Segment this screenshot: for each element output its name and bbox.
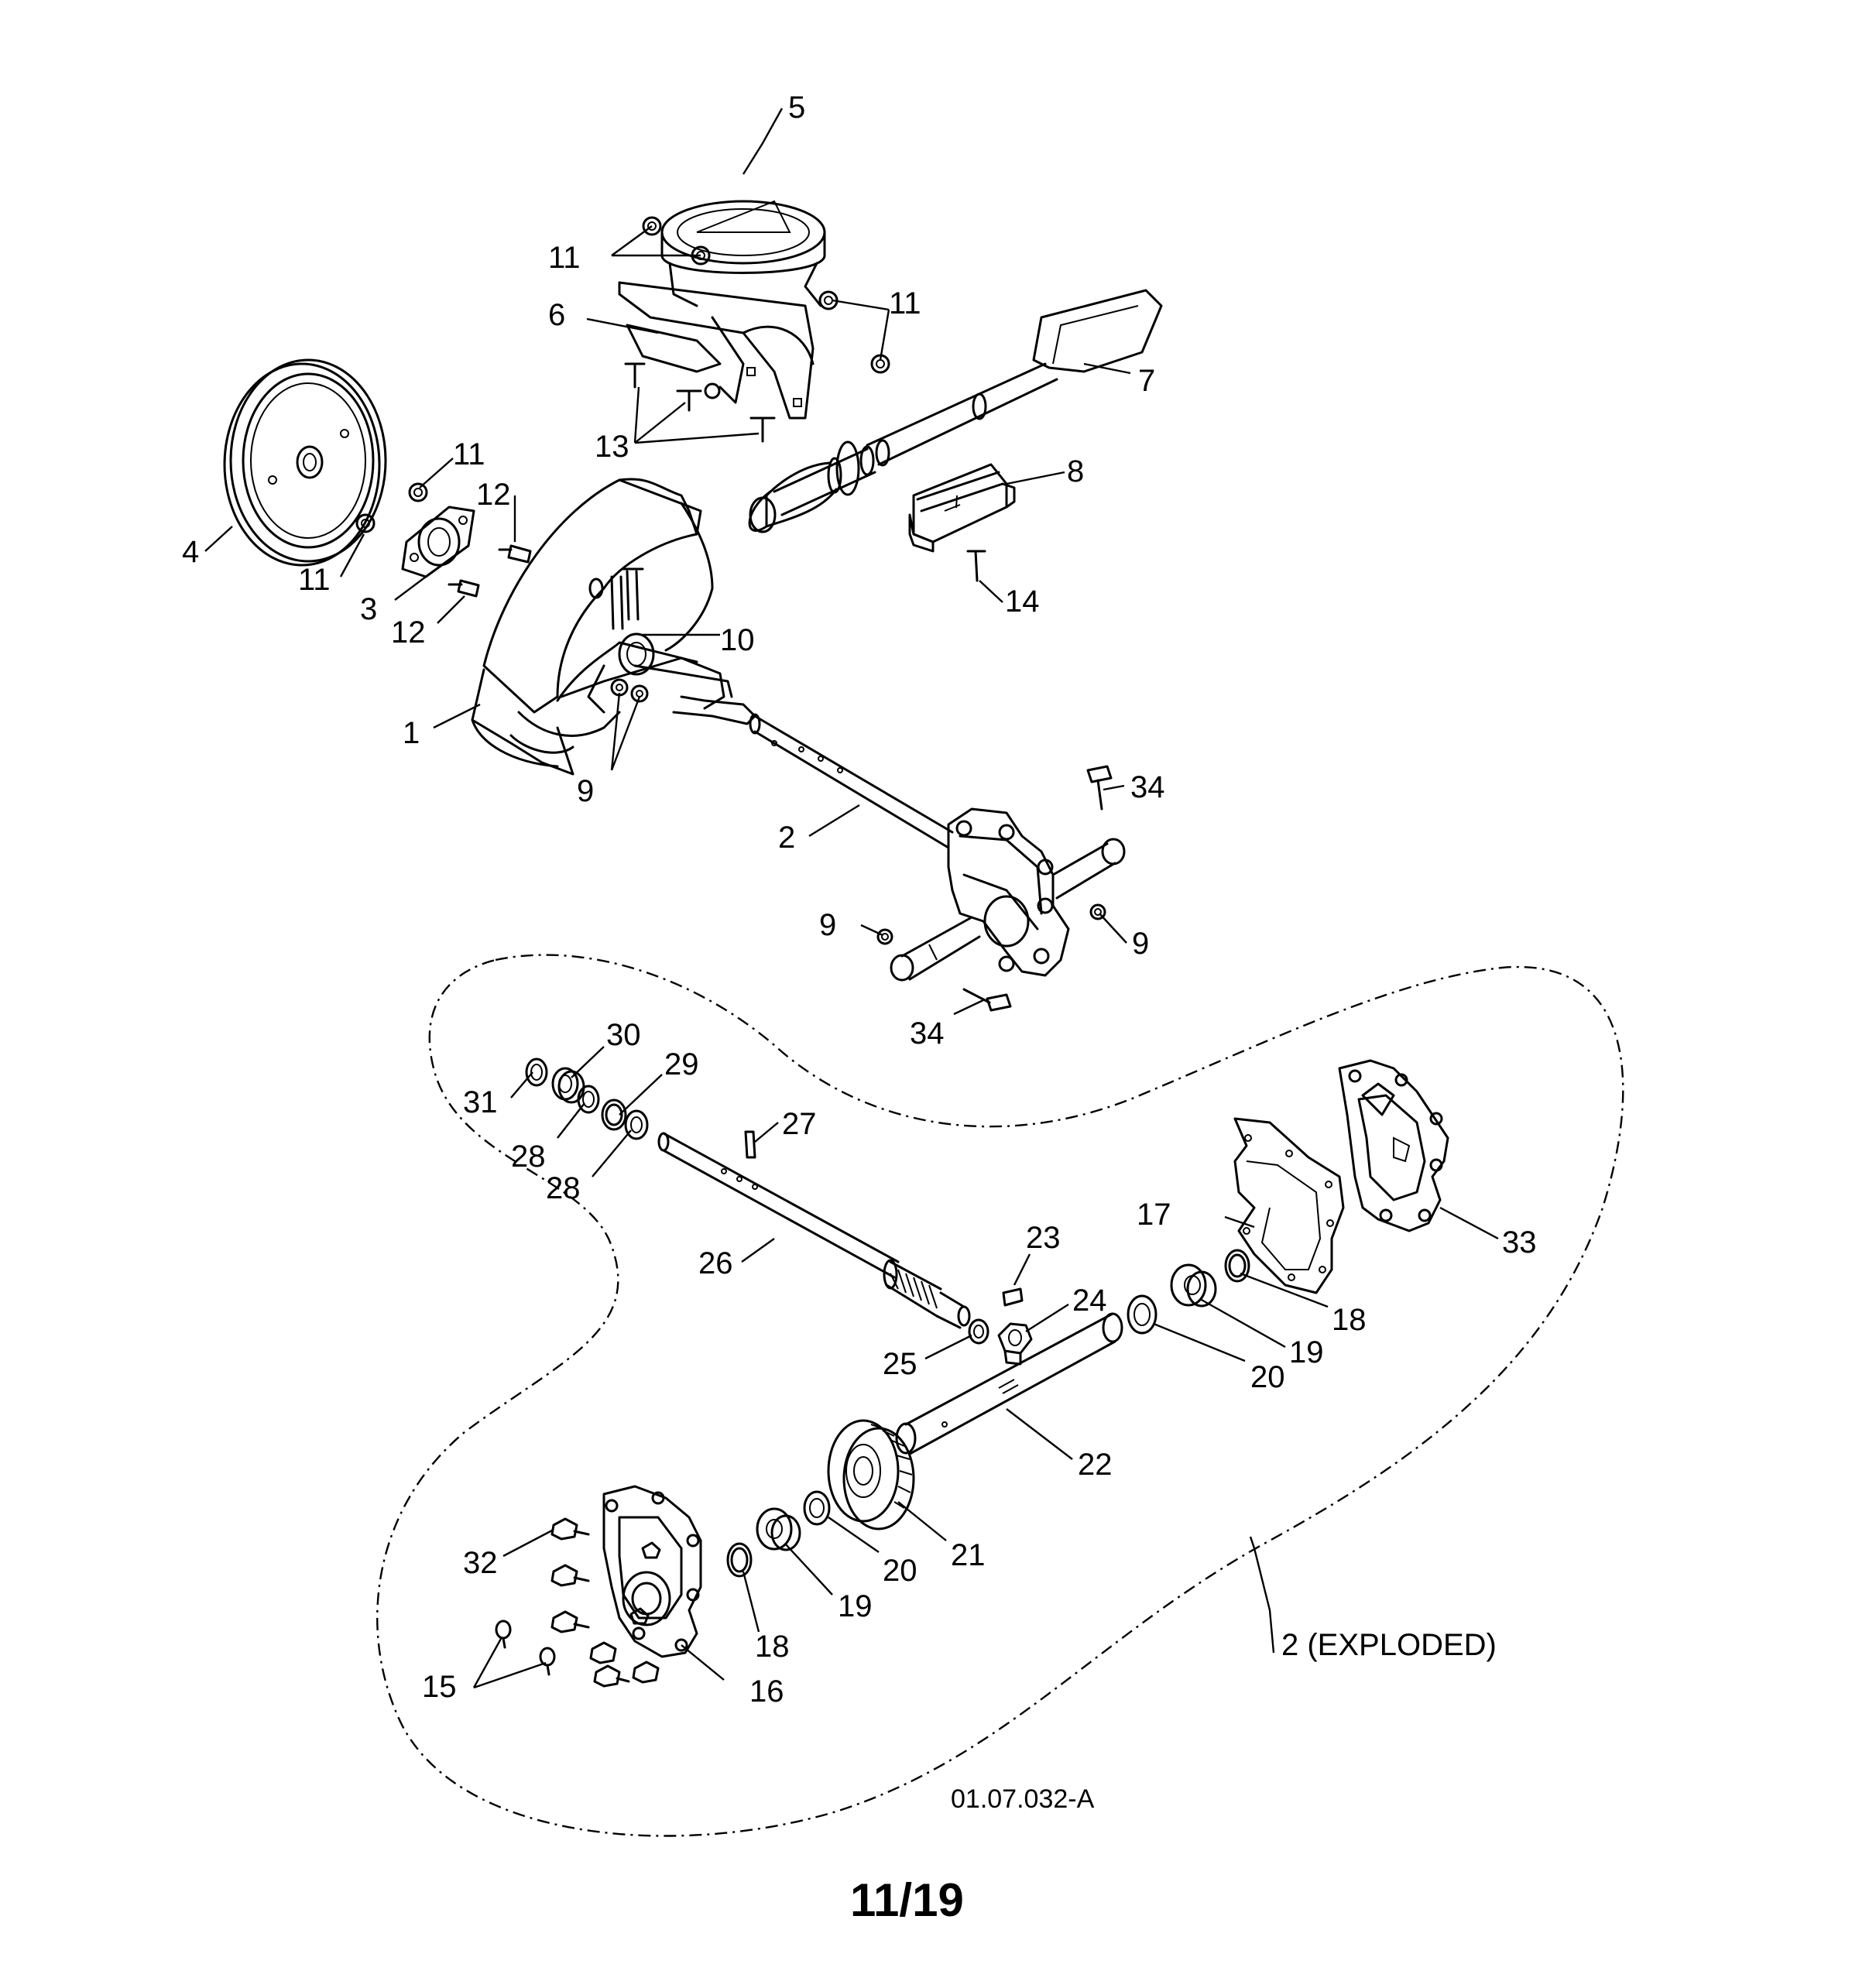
- callout-29: 29: [664, 1047, 699, 1081]
- callout-26: 26: [698, 1246, 733, 1280]
- callout-9: 9: [1132, 927, 1149, 961]
- callout-21: 21: [951, 1538, 986, 1572]
- callout-15: 15: [422, 1670, 457, 1704]
- gearbox-assembly: [749, 713, 1126, 982]
- drawing-number: 01.07.032-A: [951, 1784, 1095, 1814]
- callout-12: 12: [476, 478, 511, 512]
- gearbox-housing-16: [602, 1485, 702, 1658]
- callout-30: 30: [606, 1018, 641, 1052]
- washers-20: [803, 1294, 1158, 1526]
- nut-24: [997, 1322, 1033, 1366]
- callout-19: 19: [838, 1589, 873, 1623]
- gearbox-fasteners: [876, 765, 1113, 1012]
- key-23: [1002, 1287, 1024, 1307]
- dowel-pins-15: [495, 1620, 556, 1676]
- flange-bolts: [448, 544, 532, 598]
- bearing-flange: [401, 506, 475, 578]
- exploded-label: 2 (EXPLODED): [1281, 1628, 1497, 1662]
- callout-28: 28: [511, 1140, 546, 1174]
- page-number: 11/19: [850, 1874, 964, 1926]
- chute-ring: [660, 200, 826, 307]
- chute-nuts: [642, 216, 890, 374]
- callout-11: 11: [298, 563, 331, 597]
- callout-9: 9: [577, 774, 594, 808]
- bracket-screw: [966, 550, 986, 582]
- gasket-17: [1233, 1117, 1345, 1294]
- callout-20: 20: [883, 1554, 917, 1588]
- leader-lines: [204, 108, 1499, 1689]
- bushings-19: [756, 1263, 1217, 1551]
- callout-13: 13: [595, 430, 629, 464]
- housing-bolts-32: [550, 1517, 661, 1688]
- auger-housing: [471, 478, 756, 776]
- washers-28: [577, 1085, 649, 1140]
- callout-6: 6: [548, 298, 565, 332]
- seals-18: [726, 1249, 1250, 1578]
- callout-18: 18: [755, 1630, 790, 1664]
- callout-11: 11: [548, 241, 581, 275]
- callout-33: 33: [1502, 1225, 1537, 1260]
- callout-31: 31: [463, 1085, 498, 1119]
- callout-11: 11: [453, 437, 485, 471]
- callout-1: 1: [403, 716, 420, 750]
- crank-rod: [748, 289, 1163, 533]
- pulley: [223, 358, 387, 567]
- callout-28: 28: [546, 1171, 581, 1205]
- worm-shaft: [657, 1132, 971, 1329]
- callout-34: 34: [910, 1016, 945, 1051]
- gear-21: [827, 1419, 915, 1530]
- pulley-nuts: [355, 482, 428, 533]
- callout-17: 17: [1137, 1198, 1171, 1232]
- callout-9: 9: [819, 908, 836, 942]
- callout-20: 20: [1250, 1360, 1285, 1394]
- callout-23: 23: [1026, 1221, 1061, 1255]
- callout-27: 27: [782, 1107, 817, 1141]
- callout-34: 34: [1130, 770, 1165, 804]
- callout-19: 19: [1289, 1335, 1324, 1369]
- housing-nuts: [610, 678, 649, 703]
- pin-27: [744, 1130, 756, 1159]
- callout-4: 4: [182, 535, 199, 569]
- callout-24: 24: [1072, 1284, 1107, 1318]
- callout-labels: 5 11 11 6 7 13 11 8 12 4 11 3 12 14 10 1…: [182, 91, 1537, 1709]
- callout-2: 2: [778, 821, 795, 855]
- washer-31: [525, 1057, 548, 1087]
- rod-bracket: [908, 463, 1016, 553]
- carriage-bolts: [624, 362, 776, 443]
- output-shaft: [895, 1312, 1123, 1455]
- callout-11: 11: [889, 286, 921, 320]
- callout-12: 12: [391, 615, 426, 650]
- callout-16: 16: [749, 1674, 784, 1709]
- callout-32: 32: [463, 1546, 498, 1580]
- callout-14: 14: [1005, 584, 1040, 619]
- callout-22: 22: [1078, 1448, 1113, 1482]
- exploded-view-outline: [376, 954, 1624, 1837]
- seal-29: [601, 1099, 627, 1131]
- callout-8: 8: [1067, 454, 1084, 488]
- callout-5: 5: [788, 91, 805, 125]
- callout-25: 25: [883, 1347, 917, 1381]
- washer-25: [968, 1318, 989, 1345]
- callout-7: 7: [1138, 364, 1155, 398]
- callout-18: 18: [1332, 1303, 1367, 1337]
- gearbox-housing-33: [1338, 1059, 1449, 1232]
- callout-3: 3: [360, 592, 377, 626]
- chute-base: [618, 281, 815, 420]
- callout-10: 10: [720, 623, 755, 657]
